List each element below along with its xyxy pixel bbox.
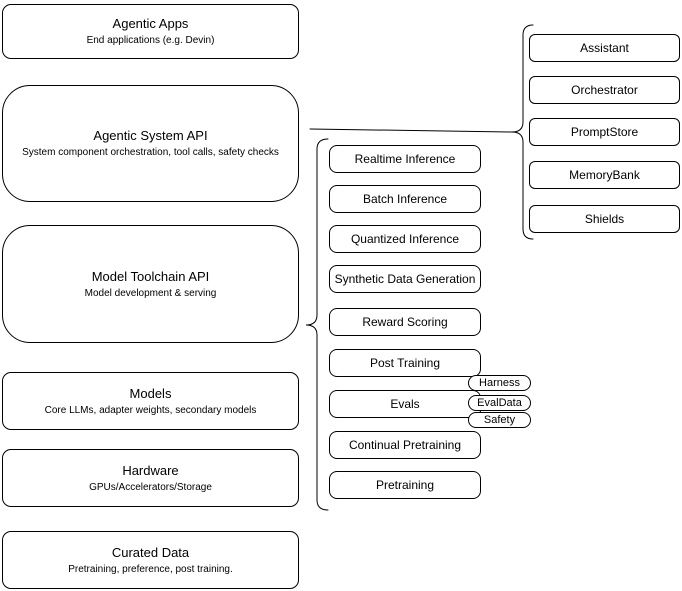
tag-evaldata: EvalData (468, 395, 531, 411)
node-models: Models Core LLMs, adapter weights, secon… (2, 372, 299, 430)
node-title: Curated Data (111, 544, 190, 560)
node-agentic-apps: Agentic Apps End applications (e.g. Devi… (2, 4, 299, 59)
node-pretraining: Pretraining (329, 471, 481, 499)
node-synthetic-data-generation: Synthetic Data Generation (329, 265, 481, 293)
node-post-training: Post Training (329, 349, 481, 377)
node-subtitle: End applications (e.g. Devin) (86, 35, 215, 46)
node-continual-pretraining: Continual Pretraining (329, 431, 481, 459)
node-title: Hardware (122, 462, 179, 478)
tag-harness: Harness (468, 375, 531, 391)
node-subtitle: Pretraining, preference, post training. (68, 563, 233, 575)
system-api-to-components-line (309, 128, 513, 133)
node-reward-scoring: Reward Scoring (329, 308, 481, 336)
node-quantized-inference: Quantized Inference (329, 225, 481, 253)
node-model-toolchain-api: Model Toolchain API Model development & … (2, 225, 299, 343)
node-batch-inference: Batch Inference (329, 185, 481, 213)
node-title: Models (129, 385, 172, 401)
node-title: Agentic System API (93, 128, 208, 143)
node-subtitle: System component orchestration, tool cal… (22, 147, 279, 158)
node-memorybank: MemoryBank (529, 161, 680, 189)
node-agentic-system-api: Agentic System API System component orch… (2, 85, 299, 202)
node-promptstore: PromptStore (529, 118, 680, 146)
node-subtitle: Model development & serving (84, 287, 217, 299)
node-subtitle: GPUs/Accelerators/Storage (89, 481, 212, 493)
node-curated-data: Curated Data Pretraining, preference, po… (2, 531, 299, 589)
node-assistant: Assistant (529, 34, 680, 62)
node-title: Agentic Apps (112, 16, 189, 31)
node-orchestrator: Orchestrator (529, 76, 680, 104)
toolchain-services-curly-brace (305, 138, 329, 511)
node-title: Model Toolchain API (91, 268, 210, 284)
node-shields: Shields (529, 205, 680, 233)
node-realtime-inference: Realtime Inference (329, 145, 481, 173)
node-hardware: Hardware GPUs/Accelerators/Storage (2, 449, 299, 507)
tag-safety: Safety (468, 412, 531, 428)
node-subtitle: Core LLMs, adapter weights, secondary mo… (44, 404, 257, 416)
node-evals: Evals (329, 390, 481, 418)
